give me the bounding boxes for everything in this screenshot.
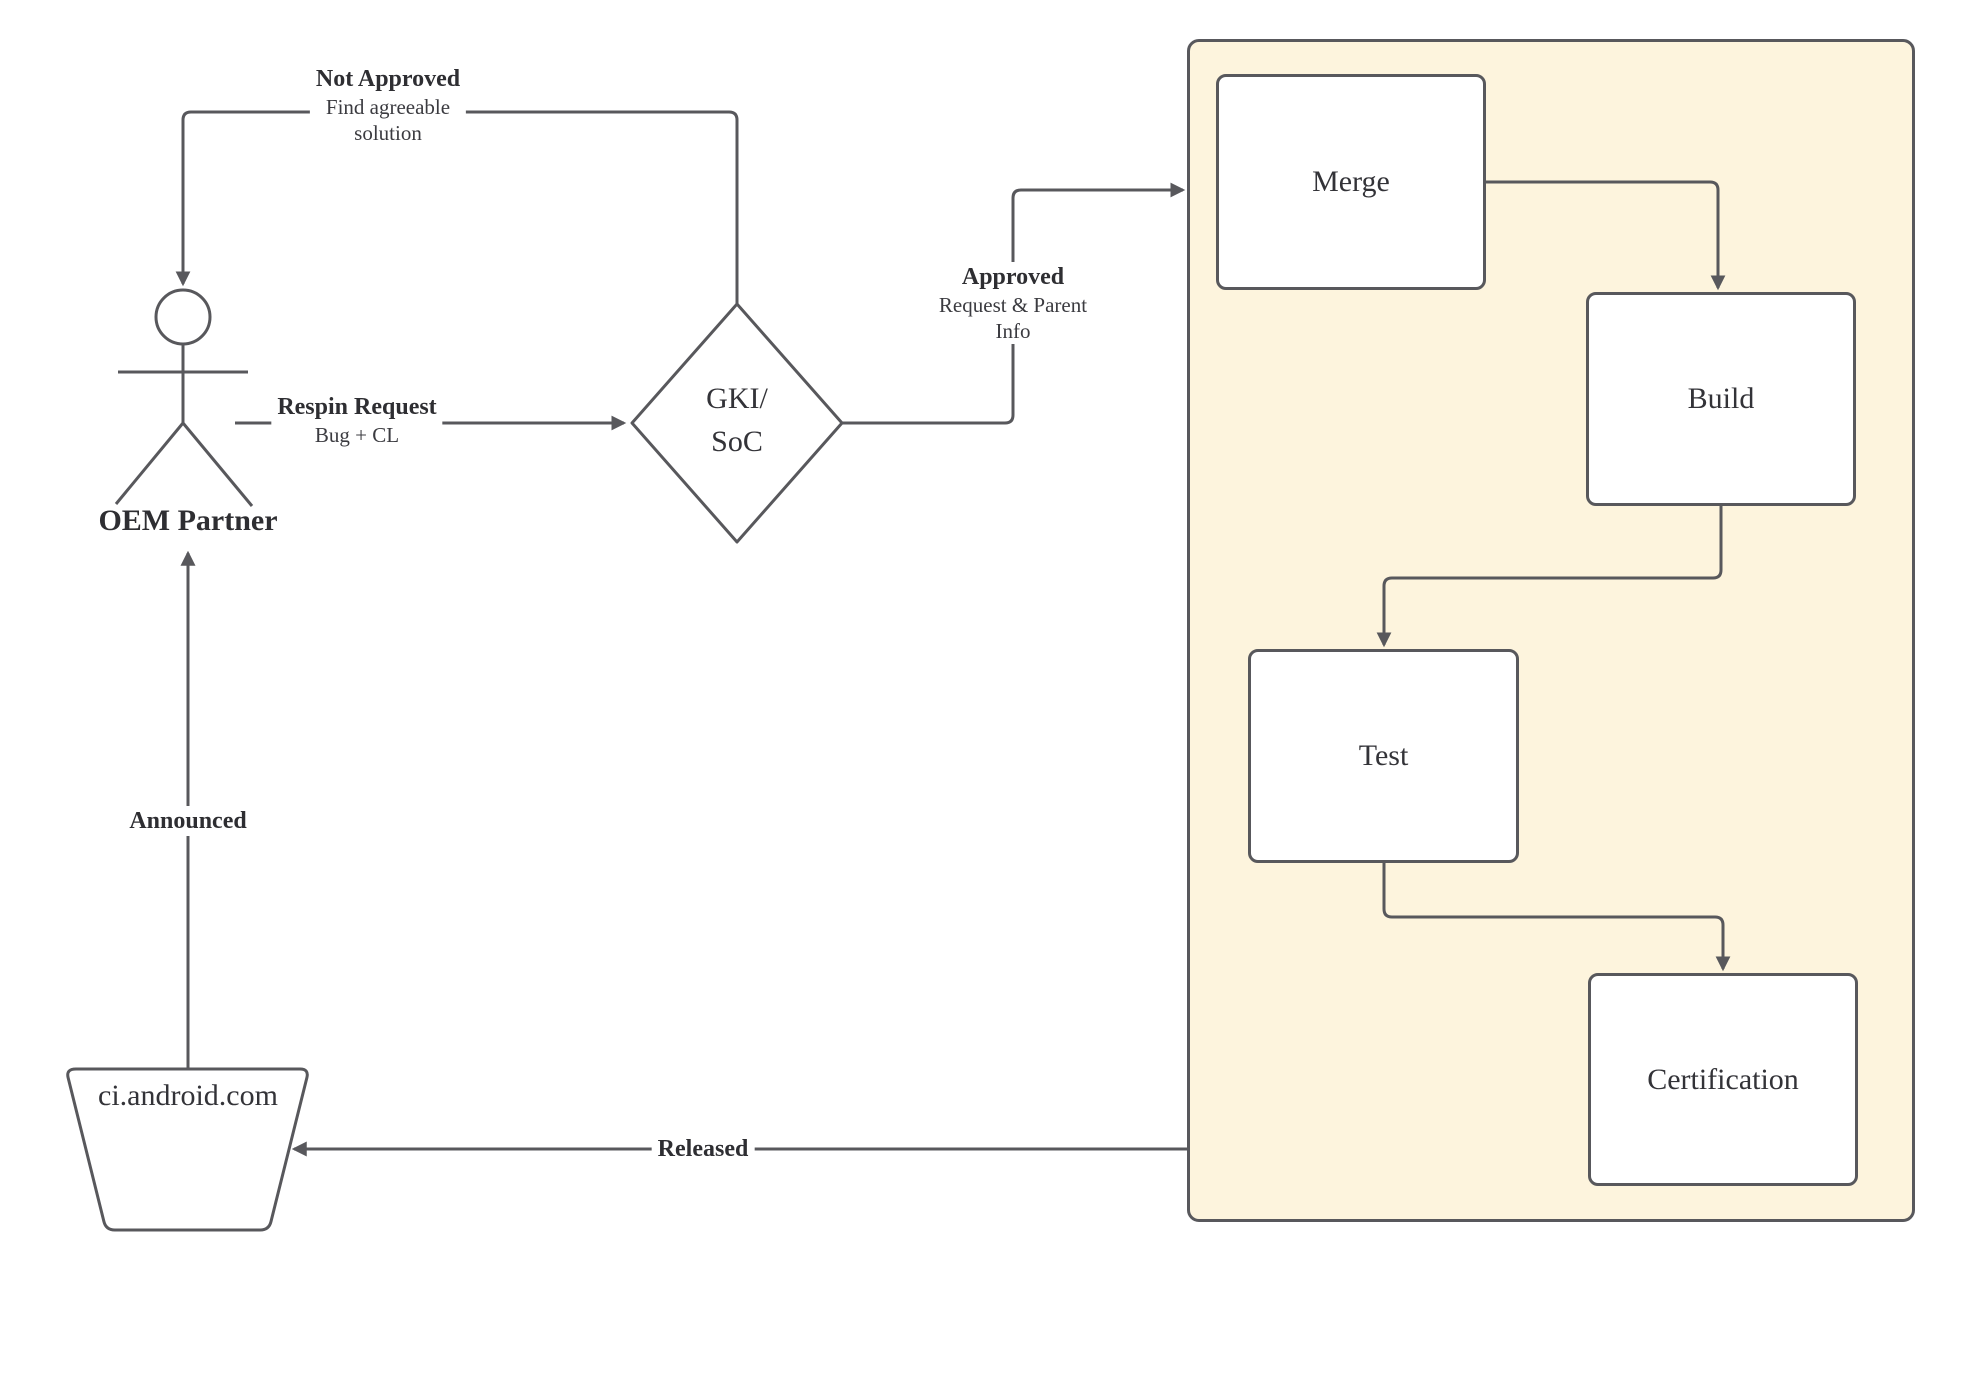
node-build: Build [1586,292,1856,506]
edge-build-test [1376,506,1723,648]
edge-label-released: Released [651,1134,755,1164]
actor-leg-left [114,422,185,505]
edge-label-not-approved-line3: solution [354,121,422,145]
edge-label-respin-request-line2: Bug + CL [314,423,400,447]
edge-label-respin-request: Respin Request Bug + CL [271,392,443,448]
decision-label: GKI/ SoC [637,377,837,463]
node-merge: Merge [1216,74,1486,290]
actor-leg-right [181,422,254,507]
actor-head [154,288,212,346]
edge-merge-build [1486,180,1726,291]
edge-label-not-approved-line2: Find agreeable [325,95,451,119]
edge-label-approved-title: Approved [961,264,1065,290]
node-test: Test [1248,649,1519,863]
decision-label-line2: SoC [711,425,763,458]
edge-label-approved-line3: Info [995,319,1031,343]
node-build-label: Build [1687,382,1755,415]
decision-label-line1: GKI/ [706,382,768,415]
decision-diamond [630,302,844,544]
edge-label-approved-line2: Request & Parent [938,293,1088,317]
edge-label-not-approved: Not Approved Find agreeable solution [309,64,467,146]
datastore-label: ci.android.com [98,1079,278,1112]
actor-stick-figure [114,288,254,507]
node-certification: Certification [1588,973,1858,1186]
actor-caption: OEM Partner [98,504,278,537]
edge-label-respin-request-title: Respin Request [277,394,437,420]
edge-label-not-approved-title: Not Approved [315,66,461,92]
datastore-trapezoid [66,1067,309,1232]
node-test-label: Test [1358,739,1409,772]
edge-label-released-title: Released [657,1136,749,1162]
node-certification-label: Certification [1647,1062,1799,1096]
edge-test-certification [1382,863,1731,972]
edge-label-announced: Announced [123,806,253,836]
node-merge-label: Merge [1312,165,1390,198]
edge-label-announced-title: Announced [129,808,247,834]
edge-label-approved: Approved Request & Parent Info [932,262,1094,344]
